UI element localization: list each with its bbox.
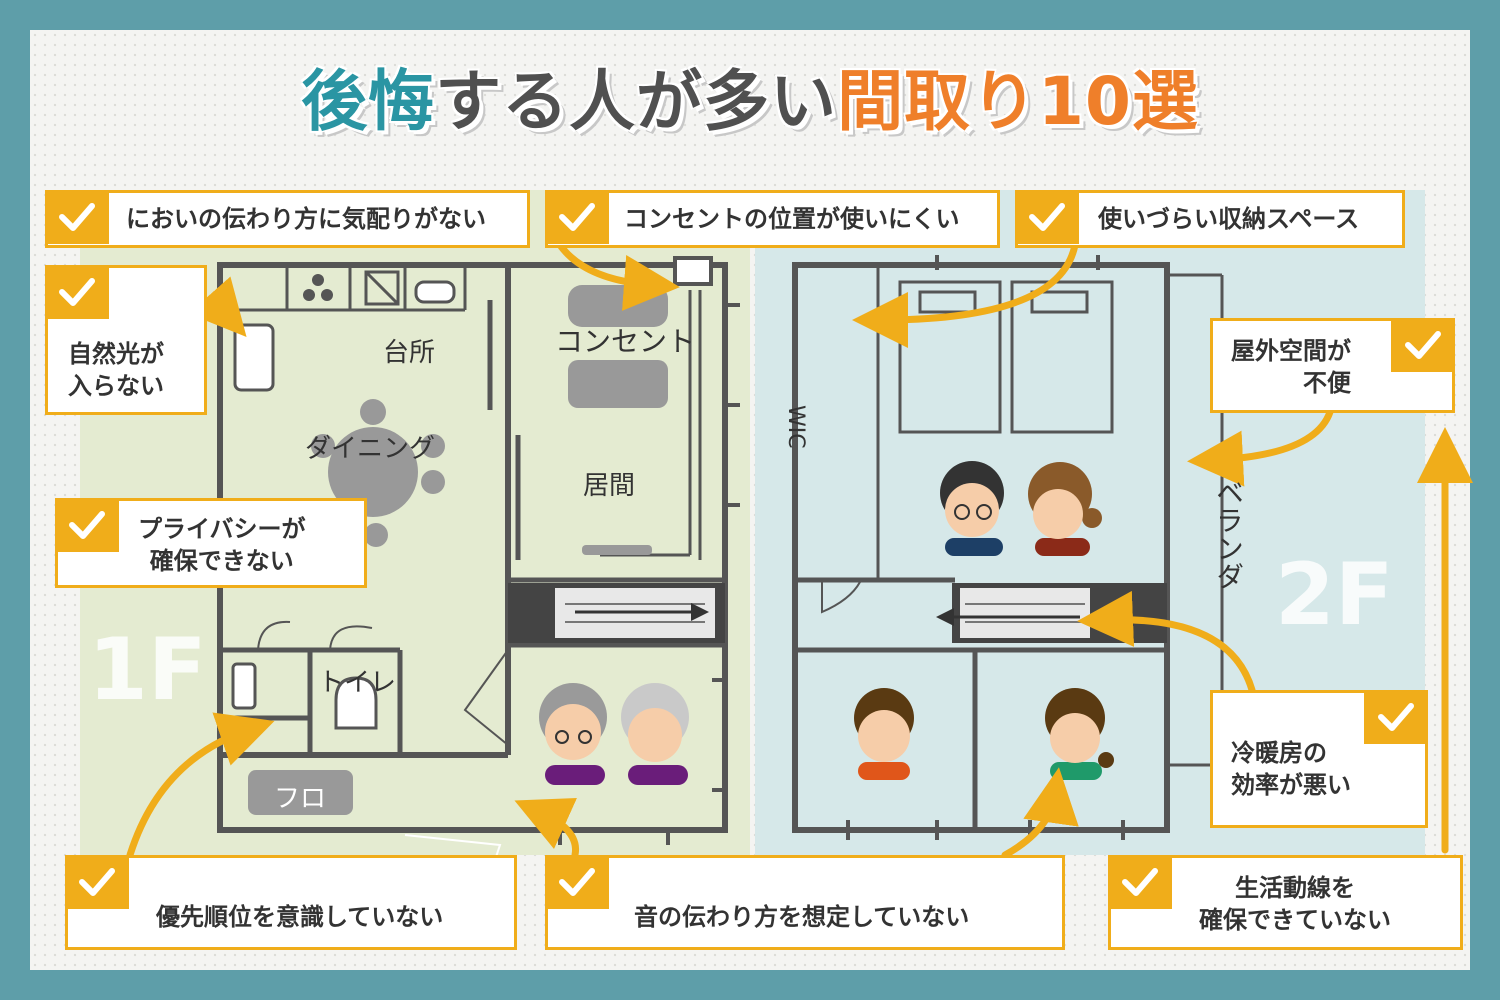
callout-privacy-text: プライバシーが 確保できない xyxy=(138,515,306,575)
living-furniture xyxy=(568,285,668,555)
dining-label: ダイニング xyxy=(305,434,436,464)
callout-smell: においの伝わり方に気配りがない xyxy=(45,190,530,248)
check-icon xyxy=(1364,690,1428,744)
toilet-label: トイレ xyxy=(318,668,397,698)
callout-natural-light: 自然光が 入らない xyxy=(45,265,207,415)
check-icon xyxy=(1015,190,1079,244)
callout-outlet-position-text: コンセントの位置が使いにくい xyxy=(624,205,960,233)
living-label: 居間 xyxy=(583,471,636,501)
callout-flow-text: 生活動線を 確保できていない xyxy=(1199,874,1391,934)
daughter-icon xyxy=(1045,688,1114,780)
outlet-label: コンセント xyxy=(555,325,696,358)
father-icon xyxy=(940,461,1004,556)
check-icon xyxy=(1108,855,1172,909)
dining-table xyxy=(311,399,445,547)
callout-outdoor-space: 屋外空間が 不便 xyxy=(1210,318,1455,413)
toilet-bath-fixtures xyxy=(231,662,378,815)
callout-flow: 生活動線を 確保できていない xyxy=(1108,855,1463,950)
grandfather-icon xyxy=(621,683,689,785)
beds xyxy=(898,280,1114,434)
callout-priority: 優先順位を意識していない xyxy=(65,855,517,950)
callout-natural-light-text: 自然光が 入らない xyxy=(68,340,164,400)
title-part-2: する人が多い xyxy=(435,63,838,140)
callout-storage: 使いづらい収納スペース xyxy=(1015,190,1405,248)
callout-sound-text: 音の伝わり方を想定していない xyxy=(634,903,970,931)
callout-privacy: プライバシーが 確保できない xyxy=(55,498,367,588)
callout-sound: 音の伝わり方を想定していない xyxy=(545,855,1065,950)
callout-priority-text: 優先順位を意識していない xyxy=(156,903,444,931)
check-icon xyxy=(545,855,609,909)
check-icon xyxy=(45,265,109,319)
callout-arrows xyxy=(126,241,1473,859)
grandmother-icon xyxy=(539,683,607,785)
check-icon xyxy=(1391,318,1455,372)
title-part-1: 後悔 xyxy=(301,63,436,140)
floor1-plan xyxy=(217,262,740,861)
floor-1f-label: 1F xyxy=(88,620,207,720)
title-part-3: 間取り10選 xyxy=(837,63,1199,140)
callout-smell-text: においの伝わり方に気配りがない xyxy=(126,205,486,233)
wic-label: WIC xyxy=(783,405,808,449)
bath-label: フロ xyxy=(274,784,327,814)
callout-storage-text: 使いづらい収納スペース xyxy=(1098,205,1360,233)
check-icon xyxy=(65,855,129,909)
check-icon xyxy=(55,498,119,552)
kitchen-fixtures xyxy=(233,256,713,392)
veranda-label: ベランダ xyxy=(1212,478,1245,590)
callout-outlet-position: コンセントの位置が使いにくい xyxy=(545,190,1000,248)
check-icon xyxy=(545,190,609,244)
kitchen-label: 台所 xyxy=(383,338,436,368)
callout-heating-text: 冷暖房の 効率が悪い xyxy=(1231,739,1351,799)
check-icon xyxy=(45,190,109,244)
mother-icon xyxy=(1028,462,1102,556)
stairs-2f xyxy=(936,583,1167,643)
page-title: 後悔する人が多い間取り10選 xyxy=(0,48,1500,144)
callout-heating: 冷暖房の 効率が悪い xyxy=(1210,690,1428,828)
son-icon xyxy=(854,688,914,780)
stairs-1f xyxy=(508,583,725,643)
callout-outdoor-space-text: 屋外空間が 不便 xyxy=(1231,337,1351,397)
floor-2f-label: 2F xyxy=(1275,545,1394,645)
